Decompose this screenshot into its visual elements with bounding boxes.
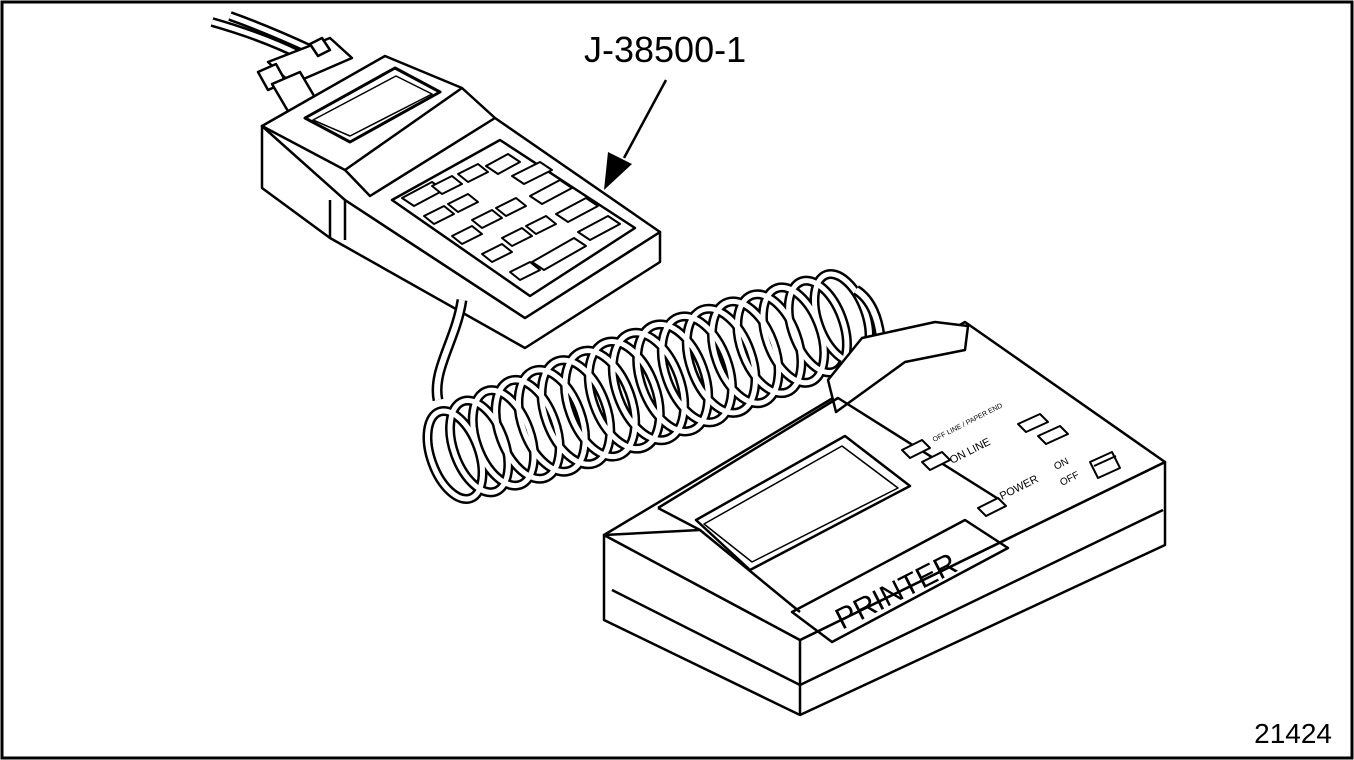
power-lamp <box>977 497 1007 517</box>
printer-label-plate <box>790 518 1010 644</box>
cable-coil-loop <box>734 291 804 396</box>
part-number-callout: J-38500-1 <box>584 29 746 70</box>
figure-number: 21424 <box>1254 718 1332 749</box>
function-button-2[interactable] <box>1037 425 1069 445</box>
cable-coil-loop <box>634 321 711 434</box>
callout-leader-line <box>622 79 668 159</box>
cable-coil-loop <box>493 377 563 482</box>
handheld-scan-tool <box>210 11 662 350</box>
cable-coil-loop <box>539 357 613 467</box>
cable-coil-loop <box>709 298 782 406</box>
printer-indicator-panel <box>901 413 1121 517</box>
printer-paper-window <box>694 434 912 572</box>
cable-coil-loop <box>659 313 735 425</box>
cable-coil-loop <box>516 367 588 475</box>
keypad-keys[interactable] <box>401 153 621 281</box>
function-button-1[interactable] <box>1017 413 1049 433</box>
handheld-keypad <box>390 138 637 298</box>
cable-coil-loop <box>586 339 663 452</box>
cable-coil-loop <box>610 330 687 443</box>
coiled-cable <box>422 269 886 504</box>
handheld-display <box>303 66 442 144</box>
cable-coil-loop <box>447 397 511 495</box>
online-lamp <box>921 451 951 471</box>
offline-lamp <box>901 439 931 459</box>
cable-coil-loop <box>562 348 638 460</box>
cable-coil-loop <box>684 306 758 416</box>
callout-arrowhead <box>604 152 632 190</box>
cable-coil-loop <box>470 387 537 489</box>
printer <box>602 320 1167 717</box>
